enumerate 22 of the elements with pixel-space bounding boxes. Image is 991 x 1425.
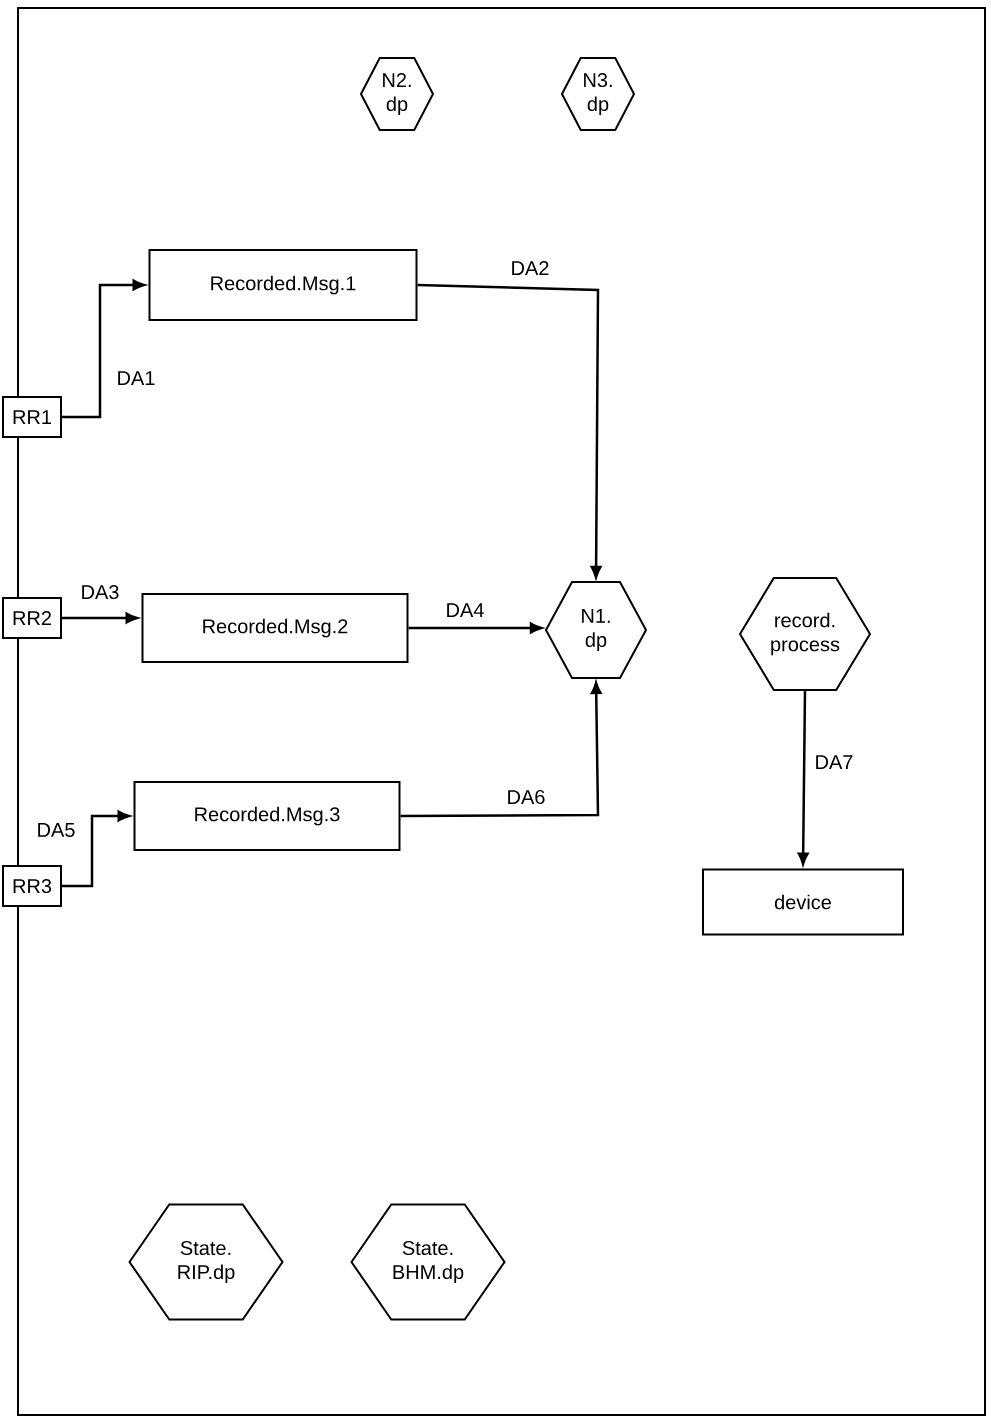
edge-label: DA6 xyxy=(505,788,547,806)
arrow xyxy=(400,681,602,818)
process-box: Recorded.Msg.3 xyxy=(133,781,401,851)
arrow xyxy=(62,279,145,419)
process-box: device xyxy=(702,868,904,936)
process-box: RR3 xyxy=(2,865,62,907)
edge-label: DA4 xyxy=(444,602,486,618)
hexagon: State. RIP.dp xyxy=(128,1203,284,1321)
arrow xyxy=(408,622,543,634)
edge-label: DA5 xyxy=(35,822,77,838)
arrow xyxy=(62,612,138,624)
edge-label: DA2 xyxy=(509,260,551,276)
edge-label: DA3 xyxy=(79,583,121,601)
edge-label: DA1 xyxy=(115,370,157,386)
process-box: Recorded.Msg.1 xyxy=(148,249,418,321)
edge-label: DA7 xyxy=(813,754,855,770)
process-box: RR1 xyxy=(2,396,62,438)
hexagon: State. BHM.dp xyxy=(350,1203,506,1321)
arrow xyxy=(62,810,130,888)
arrow xyxy=(417,283,602,579)
process-box: Recorded.Msg.2 xyxy=(141,593,409,663)
process-box: RR2 xyxy=(2,597,62,639)
